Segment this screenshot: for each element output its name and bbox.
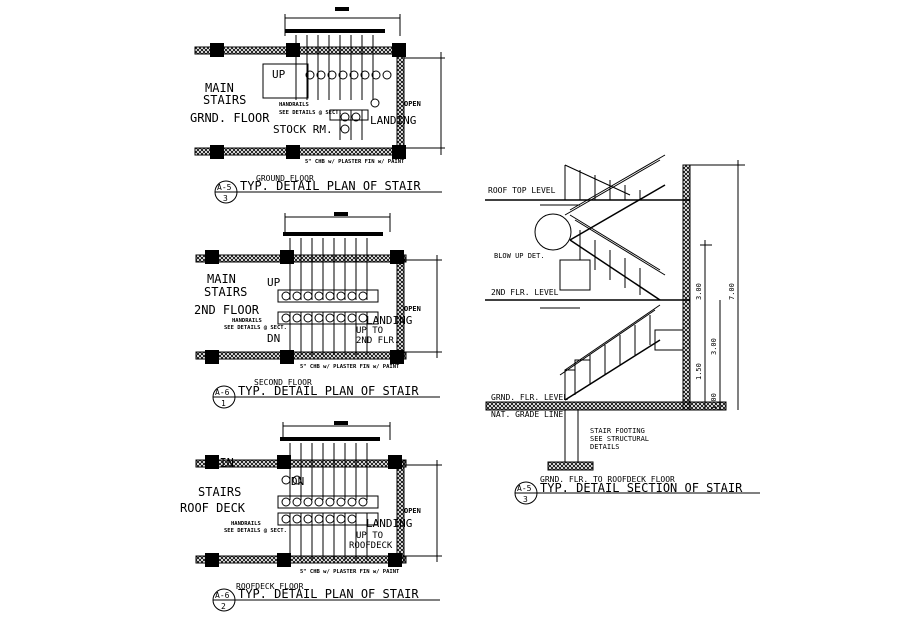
column (286, 43, 300, 57)
chb-label: 5" CHB w/ PLASTER FIN w/ PAINT (305, 159, 405, 165)
landing-label: LANDING (370, 114, 416, 127)
landing-label: LANDING (366, 314, 412, 327)
dim-upper: 3.00 (695, 283, 703, 300)
stock-label: STOCK RM. (273, 123, 333, 136)
roof-top-level: ROOF TOP LEVEL (488, 186, 556, 195)
column (210, 145, 224, 159)
ref-bottom: 1 (221, 399, 226, 408)
floor-label: 2ND FLOOR (194, 303, 260, 317)
see-details-label: SEE DETAILS @ SECT. (279, 110, 342, 116)
caption-floor: GROUND FLOOR (256, 174, 314, 183)
stair-footing-label: STAIR FOOTING (590, 427, 645, 435)
flight-upper (564, 154, 666, 241)
blow-up-circle (534, 213, 572, 251)
up-label: UP (272, 68, 286, 81)
open-label: OPEN (404, 100, 421, 108)
caption-title: TYP. DETAIL PLAN OF STAIR (238, 587, 419, 601)
ref-bottom: 3 (523, 495, 528, 504)
floor-label: GRND. FLOOR (190, 111, 270, 125)
stairs-label: STAIRS (203, 93, 246, 107)
main-label: MAIN (205, 81, 234, 95)
open-label: OPEN (404, 507, 421, 515)
stairs-label: STAIRS (198, 485, 241, 499)
second-flr-level: 2ND FLR. LEVEL (491, 288, 559, 297)
stair-treads (295, 35, 374, 140)
column (392, 145, 406, 159)
ref-top: A-5 (217, 183, 232, 192)
caption-floor: ROOFDECK FLOOR (236, 582, 304, 591)
ref-top: A-6 (215, 591, 230, 600)
see-structural-label: SEE STRUCTURAL (590, 435, 649, 443)
dn-label: DN (267, 332, 280, 345)
main-label: MAIN (205, 456, 234, 470)
dim-lower: 3.00 (710, 338, 718, 355)
chb-label: 5" CHB w/ PLASTER FIN w/ PAINT (300, 364, 400, 370)
up-label: UP (267, 276, 281, 289)
see-details-label: SEE DETAILS @ SECT. (224, 325, 287, 331)
landing-label: LANDING (366, 517, 412, 530)
to-floor-label: 2ND FLR. (356, 336, 399, 346)
ref-top: A-6 (215, 388, 230, 397)
column (286, 145, 300, 159)
to-floor-label: ROOFDECK (349, 541, 393, 551)
up-to-label: UP TO (356, 531, 383, 541)
see-details-label: SEE DETAILS @ SECT. (224, 528, 287, 534)
caption-title: TYP. DETAIL PLAN OF STAIR (240, 179, 421, 193)
caption-floor: GRND. FLR. TO ROOFDECK FLOOR (540, 475, 675, 484)
plan-ground-floor: OPEN MAIN STAIRS GRND. FLOOR UP LANDING … (190, 7, 445, 204)
floor-label: ROOF DECK (180, 501, 246, 515)
main-label: MAIN (207, 272, 236, 286)
stair-section: ROOF TOP LEVEL 2ND FLR. LEVEL GRND. FLR.… (485, 154, 760, 505)
grnd-flr-level: GRND. FLR. LEVEL (491, 393, 568, 402)
dn-label: DN (291, 475, 304, 488)
stair-footing (547, 461, 594, 471)
dim-base: 1.00 (710, 393, 718, 410)
handrails-label: HANDRAILS (279, 102, 309, 108)
plan-second-floor: OPEN MAIN STAIRS 2ND FLOOR UP DN LANDING… (194, 212, 442, 409)
nat-grade-line: NAT. GRADE LINE (491, 410, 563, 419)
handrails-label: HANDRAILS (231, 521, 261, 527)
stairs-label: STAIRS (204, 285, 247, 299)
dim-total: 7.00 (728, 283, 736, 300)
flight-lower (559, 304, 684, 401)
caption-title: TYP. DETAIL SECTION OF STAIR (540, 481, 743, 495)
handrails-label: HANDRAILS (232, 318, 262, 324)
up-to-label: UP TO (356, 326, 383, 336)
column (210, 43, 224, 57)
ref-bottom: 3 (223, 194, 228, 203)
ref-bottom: 2 (221, 602, 226, 611)
details-label: DETAILS (590, 443, 620, 451)
ref-top: A-5 (517, 484, 532, 493)
dim-half: 1.50 (695, 363, 703, 380)
open-label: OPEN (404, 305, 421, 313)
wall-right (396, 46, 405, 156)
flight-middle (559, 214, 666, 301)
plan-roof-deck: OPEN MAIN STAIRS ROOF DECK DN LANDING UP… (180, 421, 442, 612)
blow-up-det: BLOW UP DET. (494, 252, 545, 260)
chb-label: 5" CHB w/ PLASTER FIN w/ PAINT (300, 569, 400, 575)
caption-title: TYP. DETAIL PLAN OF STAIR (238, 384, 419, 398)
caption-floor: SECOND FLOOR (254, 378, 312, 387)
column (392, 43, 406, 57)
